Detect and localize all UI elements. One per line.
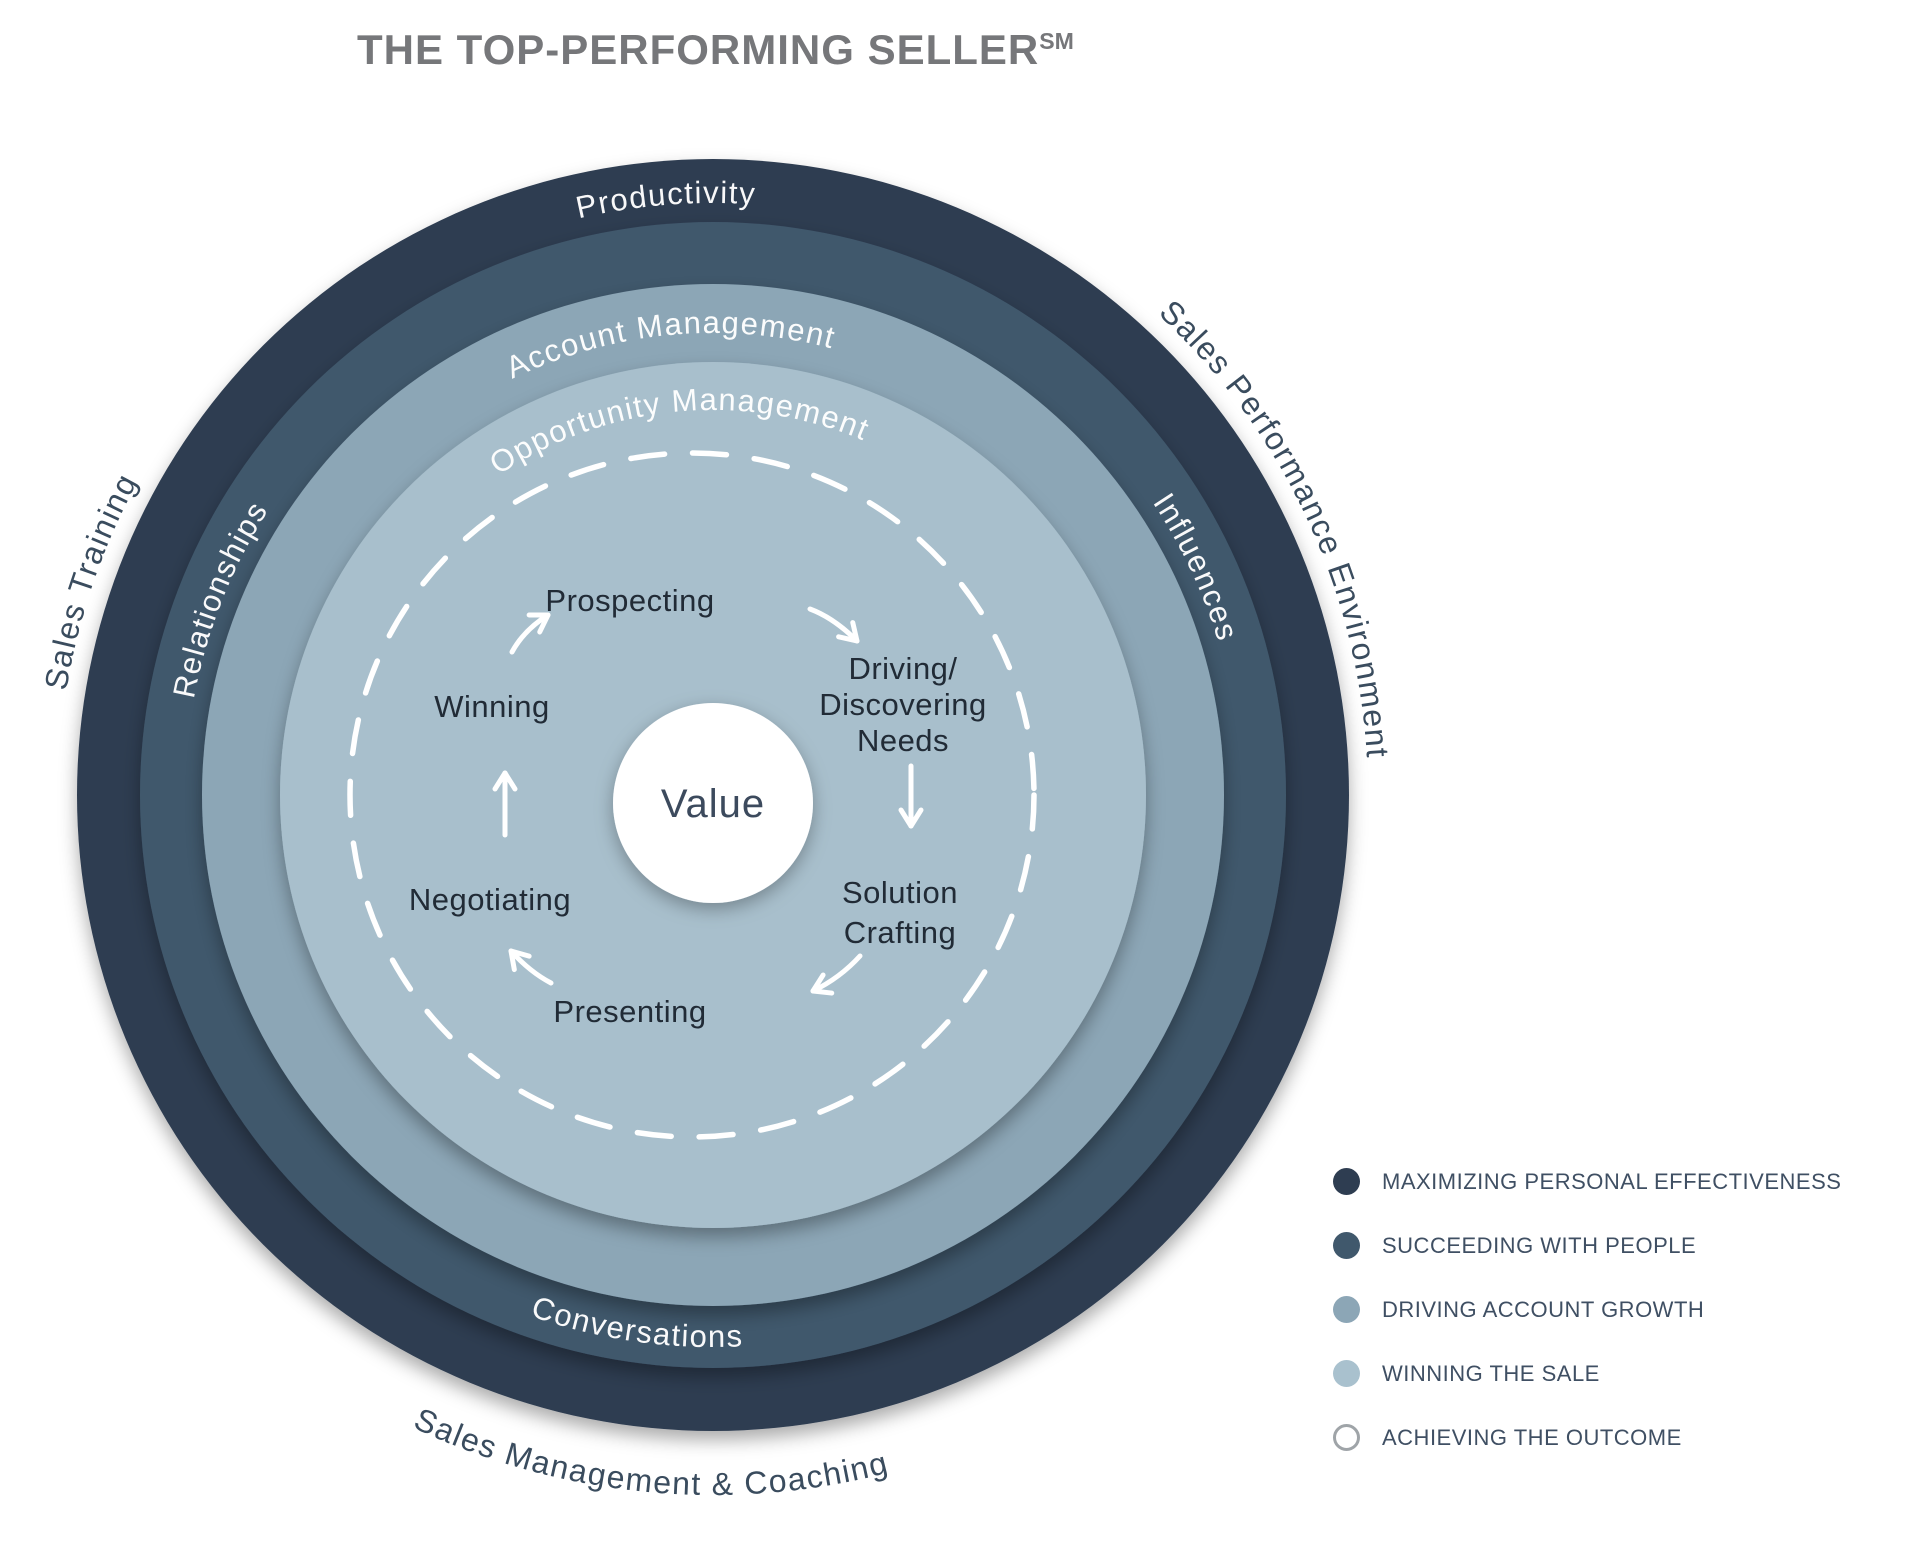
legend-item-label: WINNING THE SALE: [1382, 1360, 1600, 1386]
legend-item-achieving-the-outcome: ACHIEVING THE OUTCOME: [1333, 1424, 1841, 1451]
value-label: Value: [661, 782, 765, 826]
cycle-label-driving-line1: Driving/: [848, 651, 957, 686]
legend: MAXIMIZING PERSONAL EFFECTIVENESS SUCCEE…: [1333, 1168, 1841, 1488]
legend-item-label: ACHIEVING THE OUTCOME: [1382, 1424, 1682, 1450]
cycle-label-winning: Winning: [434, 689, 550, 724]
cycle-label-driving-line3: Needs: [857, 723, 949, 758]
arrow-prospecting-to-driving: [807, 606, 860, 644]
legend-item-label: DRIVING ACCOUNT GROWTH: [1382, 1296, 1705, 1322]
cycle-label-negotiating: Negotiating: [409, 882, 571, 917]
cycle-label-prospecting: Prospecting: [545, 583, 714, 618]
cycle-labels: Prospecting Driving/ Discovering Needs S…: [409, 583, 986, 1029]
legend-item-label: MAXIMIZING PERSONAL EFFECTIVENESS: [1382, 1168, 1842, 1194]
legend-item-maximizing-personal-effectiveness: MAXIMIZING PERSONAL EFFECTIVENESS: [1333, 1168, 1841, 1195]
legend-dot-filled-icon: [1333, 1360, 1360, 1387]
cycle-arrows: [492, 606, 924, 996]
legend-item-label: SUCCEEDING WITH PEOPLE: [1382, 1232, 1697, 1258]
arrow-presenting-to-negotiating: [508, 948, 554, 986]
arrow-solution-to-presenting: [810, 953, 863, 996]
legend-item-driving-account-growth: DRIVING ACCOUNT GROWTH: [1333, 1296, 1841, 1323]
cycle-label-presenting: Presenting: [553, 994, 706, 1029]
legend-dot-filled-icon: [1333, 1232, 1360, 1259]
cycle-label-solution-line2: Crafting: [844, 915, 957, 950]
legend-item-winning-the-sale: WINNING THE SALE: [1333, 1360, 1841, 1387]
value-circle: [613, 703, 813, 903]
dashed-cycle-circle: [347, 450, 1037, 1140]
service-mark: SM: [1039, 28, 1074, 54]
legend-dot-outline-icon: [1333, 1424, 1360, 1451]
page-title: THE TOP-PERFORMING SELLERSM: [357, 26, 1074, 74]
arrow-winning-to-prospecting: [509, 612, 551, 655]
cycle-label-driving-line2: Discovering: [819, 687, 986, 722]
legend-dot-filled-icon: [1333, 1168, 1360, 1195]
cycle-label-solution-line1: Solution: [842, 875, 958, 910]
legend-item-succeeding-with-people: SUCCEEDING WITH PEOPLE: [1333, 1232, 1841, 1259]
legend-dot-filled-icon: [1333, 1296, 1360, 1323]
page-title-text: THE TOP-PERFORMING SELLER: [357, 26, 1040, 73]
